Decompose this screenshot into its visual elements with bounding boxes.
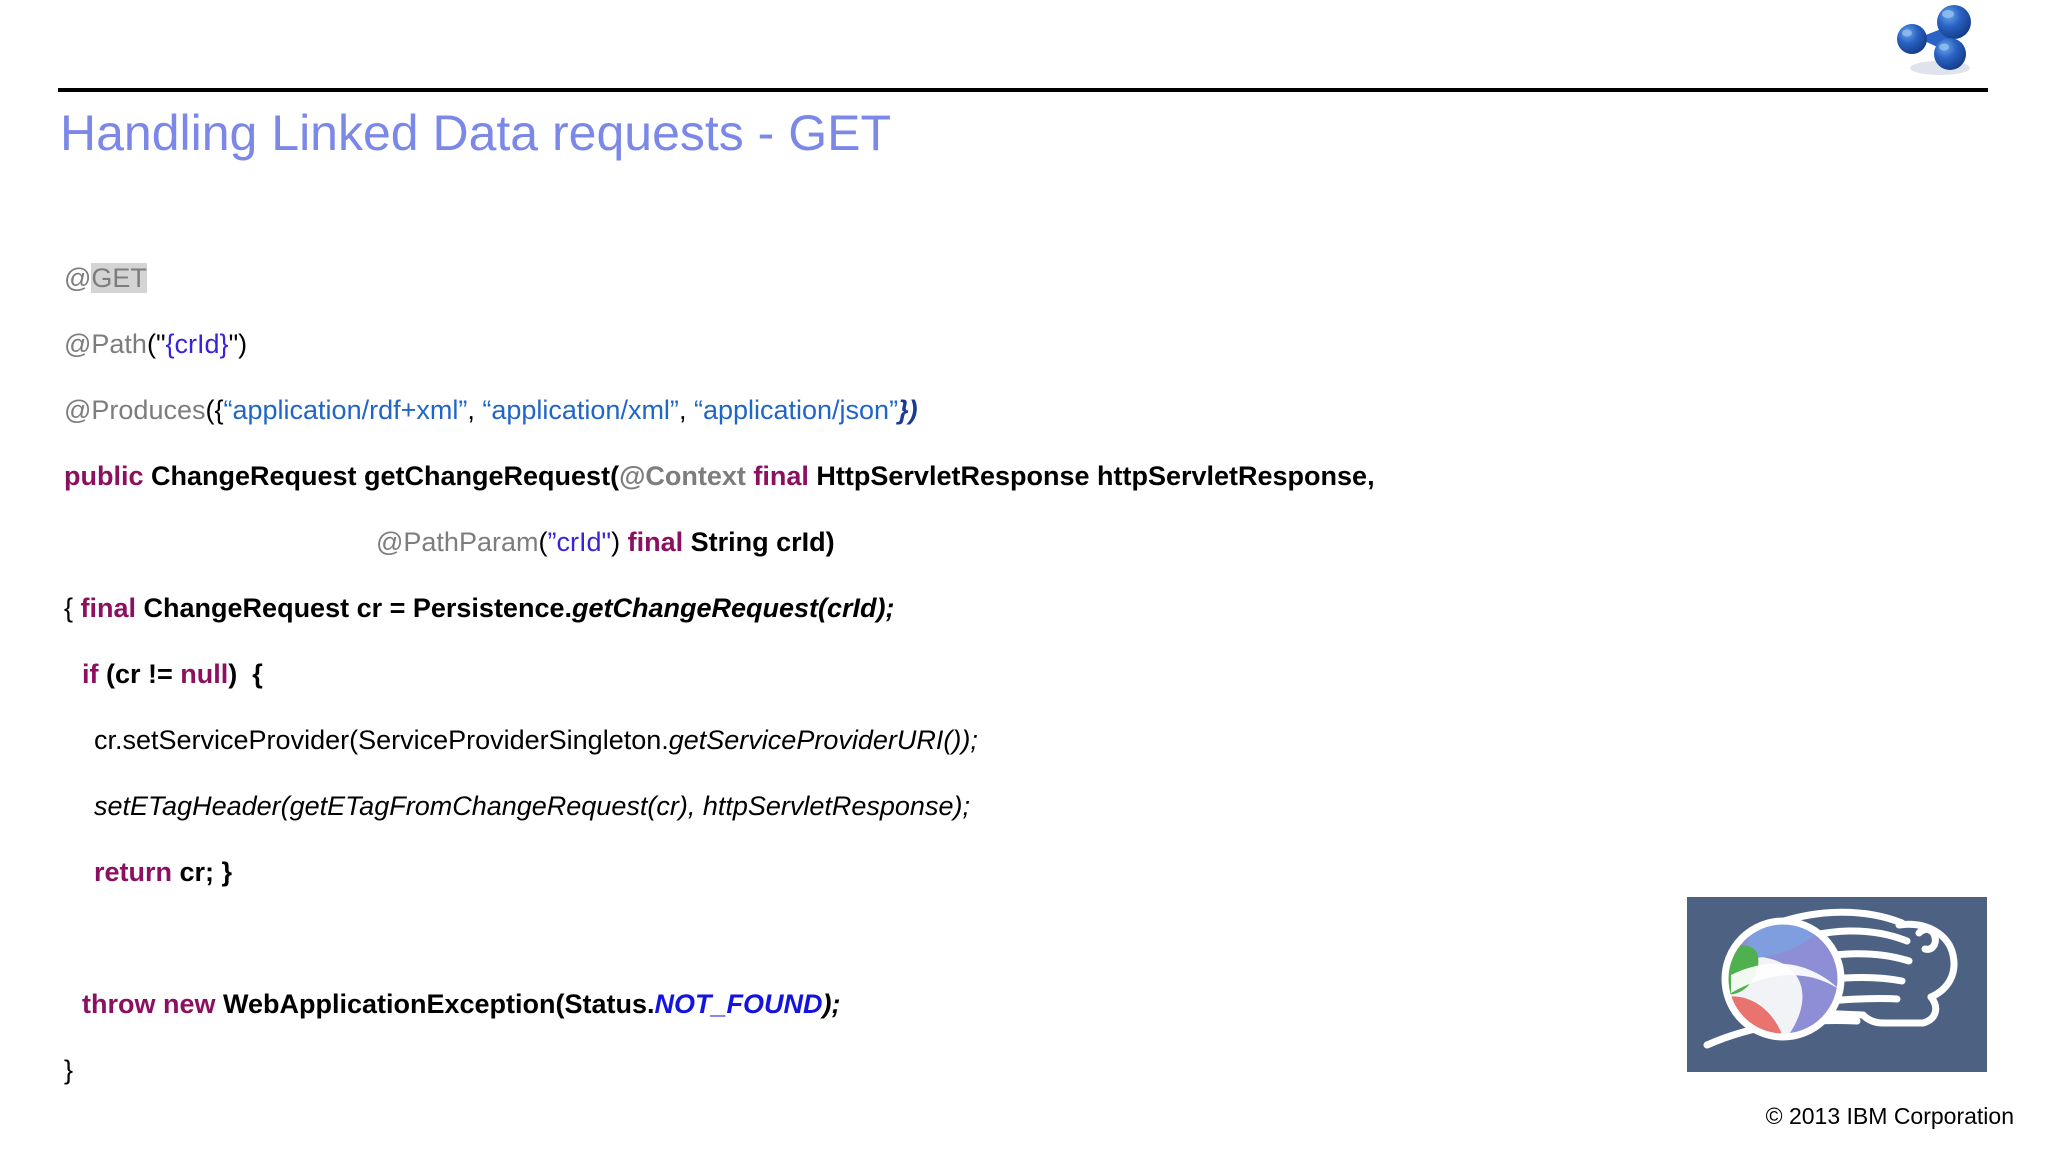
code-token: GET: [91, 263, 147, 293]
code-token: ,: [467, 395, 483, 425]
code-token: @Path: [64, 329, 147, 359]
code-token: @PathParam: [376, 527, 539, 557]
code-token: final: [627, 527, 684, 557]
code-token: getChangeRequest(crId);: [571, 593, 895, 623]
code-token: @: [64, 263, 92, 293]
line-set-etag-header: setETagHeader(getETagFromChangeRequest(c…: [64, 773, 1944, 839]
oslc-lion-logo: [1687, 897, 1987, 1072]
code-token: HttpServletResponse httpServletResponse,: [808, 461, 1375, 491]
code-token: ”crId": [547, 527, 612, 557]
line-if: if (cr != null) {: [64, 641, 1944, 707]
line-produces: @Produces({“application/rdf+xml”, “appli…: [64, 377, 1944, 443]
code-token: WebApplicationException(Status.: [215, 989, 655, 1019]
code-token: String crId): [683, 527, 835, 557]
line-throw: throw new WebApplicationException(Status…: [64, 971, 1944, 1037]
code-token: cr; }: [172, 857, 233, 887]
code-token: (": [146, 329, 166, 359]
code-token: ChangeRequest cr = Persistence.: [136, 593, 572, 623]
code-token: ): [611, 527, 628, 557]
code-token: {: [64, 593, 81, 623]
code-token: final: [80, 593, 137, 623]
header-divider: [58, 88, 1988, 92]
code-token: @Context: [619, 461, 746, 491]
line-return: return cr; }: [64, 839, 1944, 905]
code-token: }): [898, 395, 918, 425]
code-token: ) {: [228, 659, 263, 689]
code-token: if: [82, 659, 99, 689]
code-block: @GET@Path("{crId}")@Produces({“applicati…: [64, 245, 1944, 1103]
code-token: ({: [205, 395, 224, 425]
line-get: @GET: [64, 245, 1944, 311]
line-set-service-provider: cr.setServiceProvider(ServiceProviderSin…: [64, 707, 1944, 773]
line-path: @Path("{crId}"): [64, 311, 1944, 377]
code-token: setETagHeader(getETagFromChangeRequest(c…: [94, 791, 970, 821]
code-token: “application/json”: [693, 395, 899, 425]
code-token: “application/xml”: [482, 395, 679, 425]
code-token: null: [180, 659, 229, 689]
code-token: cr.setServiceProvider(ServiceProviderSin…: [94, 725, 669, 755]
code-token: (cr !=: [98, 659, 181, 689]
slide-header: [0, 0, 2048, 100]
code-token: getServiceProviderURI());: [668, 725, 978, 755]
footer-copyright: © 2013 IBM Corporation: [1765, 1103, 2014, 1129]
code-token: {crId}: [165, 329, 229, 359]
code-token: NOT_FOUND: [654, 989, 823, 1019]
code-token: @Produces: [64, 395, 206, 425]
code-token: final: [753, 461, 809, 491]
line-body-open: { final ChangeRequest cr = Persistence.g…: [64, 575, 1944, 641]
code-token: ChangeRequest getChangeRequest(: [143, 461, 620, 491]
code-token: ,: [678, 395, 694, 425]
code-token: (: [538, 527, 548, 557]
code-token: "): [228, 329, 248, 359]
page-title: Handling Linked Data requests - GET: [60, 105, 891, 161]
line-signature-2: @PathParam(”crId") final String crId): [64, 509, 1944, 575]
code-token: public: [64, 461, 144, 491]
code-token: }: [64, 1055, 74, 1085]
line-signature-1: public ChangeRequest getChangeRequest(@C…: [64, 443, 1944, 509]
line-blank: [64, 905, 1944, 971]
code-token: throw new: [82, 989, 216, 1019]
code-token: return: [94, 857, 173, 887]
oslc-molecule-logo: [1882, 2, 2010, 78]
code-token: );: [822, 989, 841, 1019]
code-token: “application/rdf+xml”: [223, 395, 468, 425]
line-body-close: }: [64, 1037, 1944, 1103]
